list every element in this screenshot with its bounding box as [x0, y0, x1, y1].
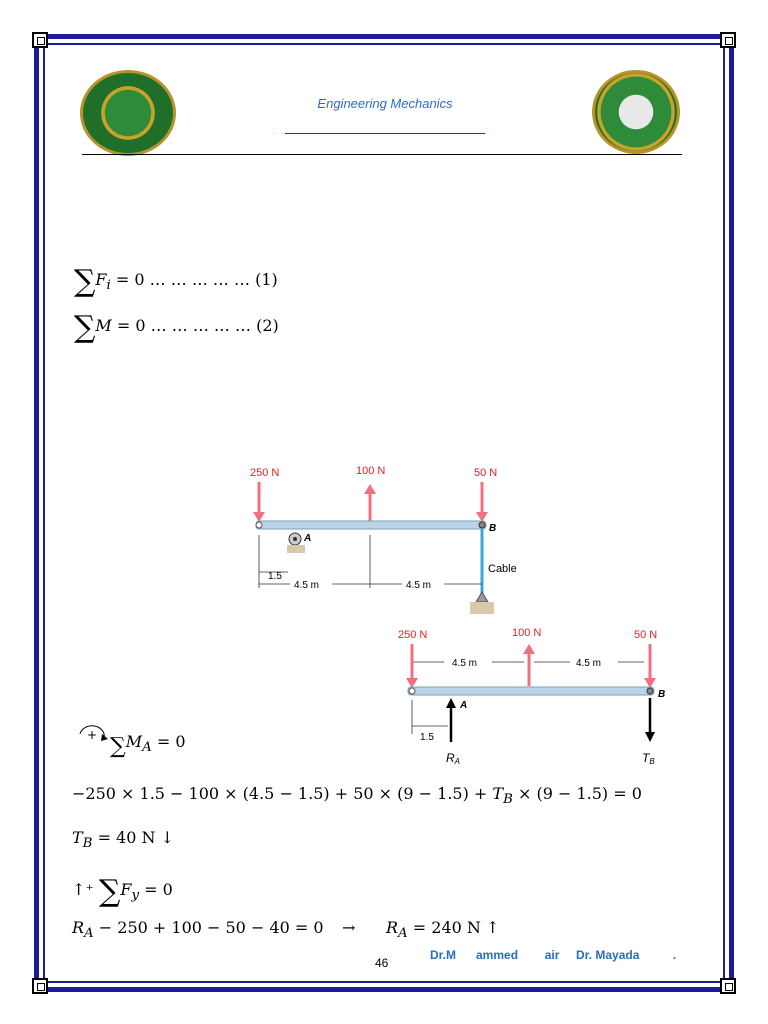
beam-diagram: 250 N 100 N 50 N A B Cable 1.5 4.5 m 4 — [240, 460, 540, 620]
corner-ornament-top-left — [32, 32, 48, 48]
fbd-point-a-label: A — [459, 700, 467, 711]
college-seal-right — [592, 70, 680, 154]
fbd-load-label-50: 50 N — [634, 629, 657, 641]
reaction-ra-label: RA — [446, 751, 460, 766]
header-title: Engineering Mechanics — [317, 96, 453, 111]
fbd-dim-4.5-left: 4.5 m — [452, 658, 477, 669]
page-border-inner — [43, 43, 725, 983]
page-border-outer — [34, 34, 734, 992]
footer-authors: Dr.M ammed air Dr. Mayada . — [430, 948, 677, 962]
corner-ornament-top-right — [720, 32, 736, 48]
point-b-label: B — [489, 523, 496, 534]
dim-1.5: 1.5 — [268, 571, 282, 582]
header-underline — [285, 133, 485, 134]
sum-forces-equation: ∑Fi = 0 … … … … … (1) — [74, 264, 278, 299]
beam — [255, 520, 487, 530]
free-body-diagram: 250 N 100 N 50 N 4.5 m 4.5 m B A RA TB — [390, 622, 690, 772]
svg-text:+: + — [87, 728, 97, 742]
ra-equation: RA − 250 + 100 − 50 − 40 = 0 — [72, 918, 324, 942]
fbd-load-label-250: 250 N — [398, 629, 427, 641]
ra-result: RA = 240 N ↑ — [386, 918, 500, 942]
load-label-50: 50 N — [474, 467, 497, 479]
fbd-point-b-label: B — [658, 689, 665, 700]
fbd-load-label-100: 100 N — [512, 627, 541, 639]
load-label-250: 250 N — [250, 467, 279, 479]
tb-result: TB = 40 N ↓ — [72, 828, 174, 852]
dim-4.5-left: 4.5 m — [294, 580, 319, 591]
moment-a-equation: ∑MA = 0 — [110, 732, 186, 759]
load-label-100: 100 N — [356, 465, 385, 477]
sum-fy-equation: ↑⁺ ∑Fy = 0 — [72, 874, 173, 909]
point-a-label: A — [303, 533, 311, 544]
dim-4.5-right: 4.5 m — [406, 580, 431, 591]
moment-sign-icon: + — [79, 725, 108, 742]
moment-expansion: −250 × 1.5 − 100 × (4.5 − 1.5) + 50 × (9… — [72, 784, 642, 808]
corner-ornament-bottom-right — [720, 978, 736, 994]
sum-moments-equation: ∑M = 0 … … … … … (2) — [74, 310, 279, 345]
tension-tb-label: TB — [642, 751, 655, 766]
arrow-implies: → — [342, 918, 356, 937]
fbd-dim-4.5-right: 4.5 m — [576, 658, 601, 669]
corner-ornament-bottom-left — [32, 978, 48, 994]
header-rule — [82, 154, 682, 155]
page-number: 46 — [375, 956, 389, 970]
college-seal-left — [80, 70, 176, 156]
fbd-dim-1.5: 1.5 — [420, 732, 434, 743]
cable-label: Cable — [488, 563, 517, 575]
fbd-beam — [407, 686, 655, 696]
